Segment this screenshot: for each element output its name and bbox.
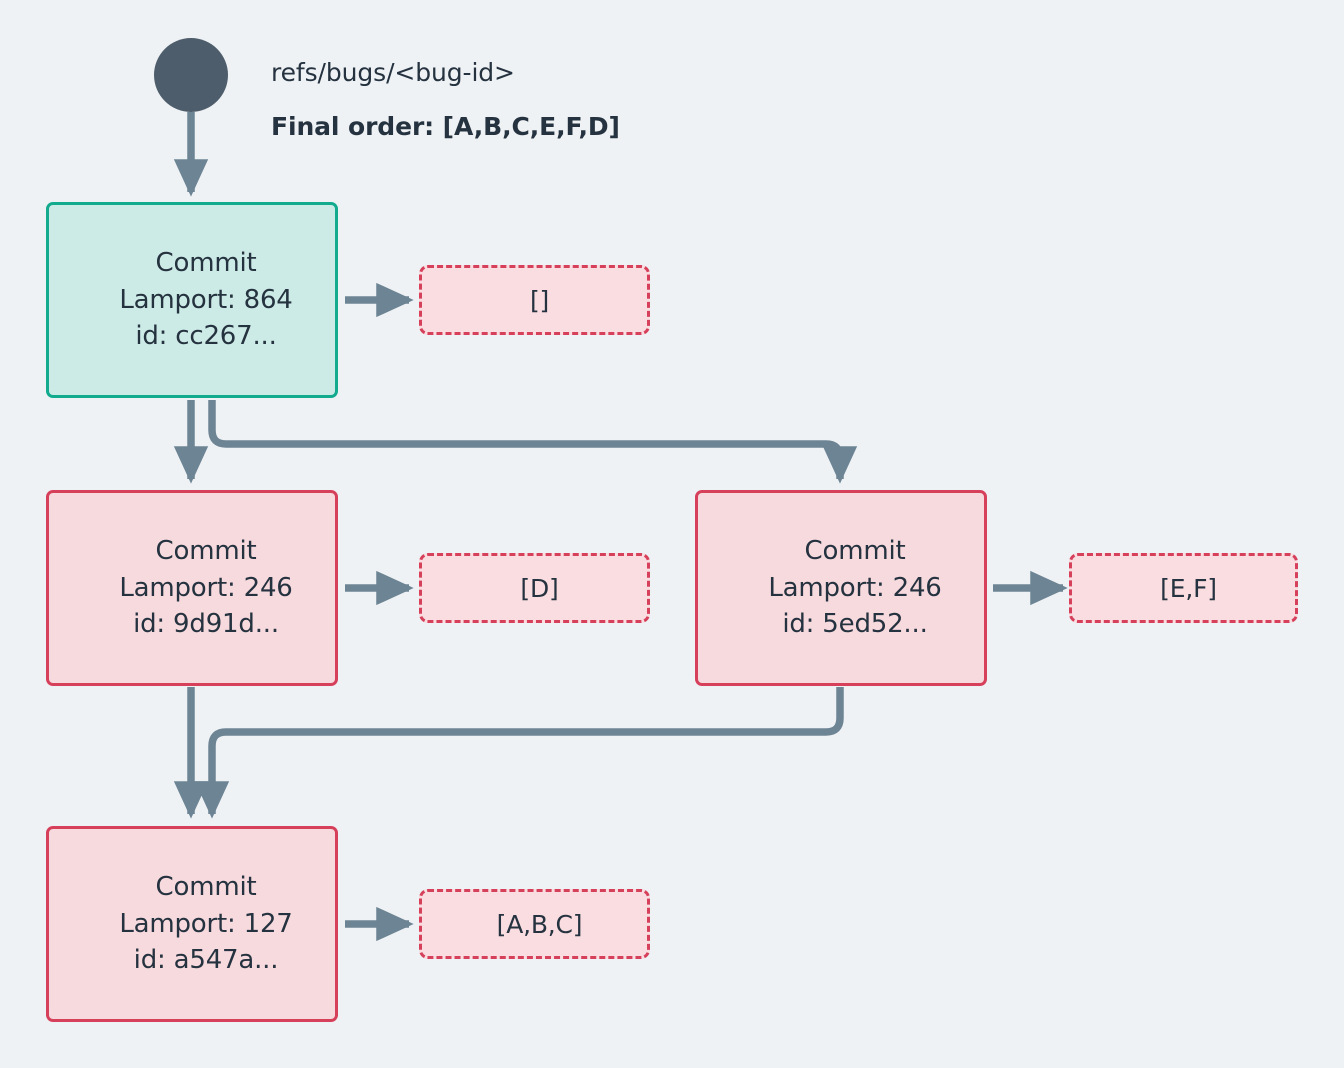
commit-left-hash: id: 9d91d... xyxy=(133,609,279,640)
ops-left-label: [D] xyxy=(520,573,559,603)
ref-title: refs/bugs/<bug-id> xyxy=(271,58,515,87)
commit-head-lamport: Lamport: 864 xyxy=(119,284,293,315)
commit-right-hash: id: 5ed52... xyxy=(782,609,928,640)
commit-right-title: Commit xyxy=(804,535,906,566)
commit-left-title: Commit xyxy=(155,535,257,566)
edge-head-to-right xyxy=(208,400,858,484)
commit-root-hash: id: a547a... xyxy=(133,945,279,976)
ops-root-label: [A,B,C] xyxy=(496,909,583,939)
ops-head-label: [] xyxy=(529,285,550,315)
ops-box-head[interactable]: [] xyxy=(419,265,650,335)
commit-node-left[interactable]: Commit Lamport: 246 id: 9d91d... xyxy=(46,490,338,686)
final-order-label: Final order: [A,B,C,E,F,D] xyxy=(271,112,620,141)
commit-head-hash: id: cc267... xyxy=(135,321,277,352)
ops-box-right[interactable]: [E,F] xyxy=(1069,553,1298,623)
ops-right-label: [E,F] xyxy=(1160,573,1217,603)
commit-left-lamport: Lamport: 246 xyxy=(119,572,293,603)
edge-right-to-root xyxy=(194,687,844,819)
ops-box-left[interactable]: [D] xyxy=(419,553,650,623)
commit-right-lamport: Lamport: 246 xyxy=(768,572,942,603)
ops-box-root[interactable]: [A,B,C] xyxy=(419,889,650,959)
commit-node-root[interactable]: Commit Lamport: 127 id: a547a... xyxy=(46,826,338,1022)
commit-root-title: Commit xyxy=(155,871,257,902)
commit-root-lamport: Lamport: 127 xyxy=(119,908,293,939)
commit-node-right[interactable]: Commit Lamport: 246 id: 5ed52... xyxy=(695,490,987,686)
ref-node-circle[interactable] xyxy=(154,38,228,112)
commit-head-title: Commit xyxy=(155,247,257,278)
commit-node-head[interactable]: Commit Lamport: 864 id: cc267... xyxy=(46,202,338,398)
